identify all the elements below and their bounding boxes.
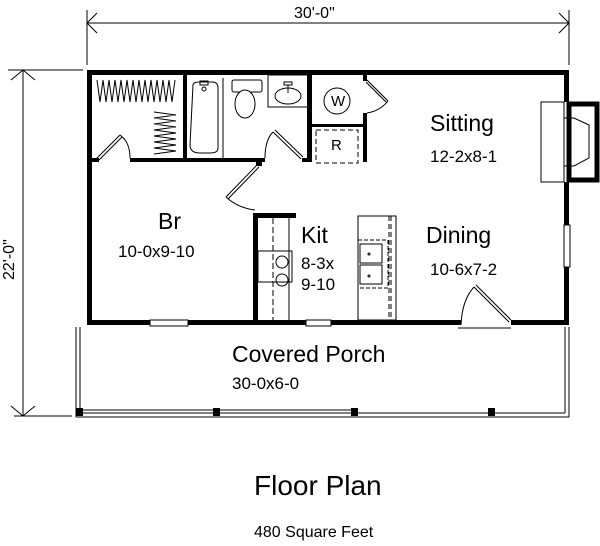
dining-room-name: Dining bbox=[426, 222, 492, 248]
interior-walls bbox=[87, 75, 367, 323]
kitchen-name: Kit bbox=[301, 222, 328, 248]
bathtub-icon bbox=[189, 80, 219, 154]
bedroom-size: 10-0x9-10 bbox=[118, 242, 195, 261]
washer-icon bbox=[323, 87, 351, 115]
porch-size: 30-0x6-0 bbox=[232, 374, 300, 393]
porch-posts bbox=[76, 408, 495, 416]
refrigerator-icon bbox=[315, 129, 359, 164]
closet-door-icon bbox=[96, 134, 131, 161]
fireplace-icon bbox=[540, 101, 600, 183]
refrigerator-label: R bbox=[331, 137, 342, 154]
porch-name: Covered Porch bbox=[232, 341, 386, 367]
kitchen-sink-icon bbox=[357, 215, 397, 321]
windows bbox=[149, 224, 571, 327]
porch-outline bbox=[75, 327, 570, 418]
entry-door-icon bbox=[458, 284, 512, 329]
kitchen-size-line1: 8-3x bbox=[301, 254, 335, 273]
washer-label: W bbox=[331, 93, 346, 110]
depth-dimension-line bbox=[8, 69, 83, 417]
width-dimension-line bbox=[86, 10, 570, 65]
overall-depth-label: 22'-0" bbox=[1, 239, 18, 280]
bath-door-icon bbox=[264, 129, 304, 160]
closet-shelving-icon bbox=[96, 79, 177, 155]
dining-room-size: 10-6x7-2 bbox=[430, 260, 498, 279]
laundry-door-icon bbox=[365, 79, 389, 114]
plan-area: 480 Square Feet bbox=[254, 524, 374, 541]
toilet-icon bbox=[231, 79, 263, 119]
overall-width-label: 30'-0" bbox=[294, 5, 335, 22]
bedroom-door-icon bbox=[225, 164, 260, 211]
sink-icon bbox=[267, 74, 309, 108]
plan-title: Floor Plan bbox=[254, 470, 382, 501]
sitting-room-name: Sitting bbox=[430, 110, 494, 136]
bedroom-name: Br bbox=[158, 208, 181, 234]
range-icon bbox=[257, 218, 293, 320]
kitchen-size-line2: 9-10 bbox=[301, 275, 336, 294]
sitting-room-size: 12-2x8-1 bbox=[430, 147, 498, 166]
